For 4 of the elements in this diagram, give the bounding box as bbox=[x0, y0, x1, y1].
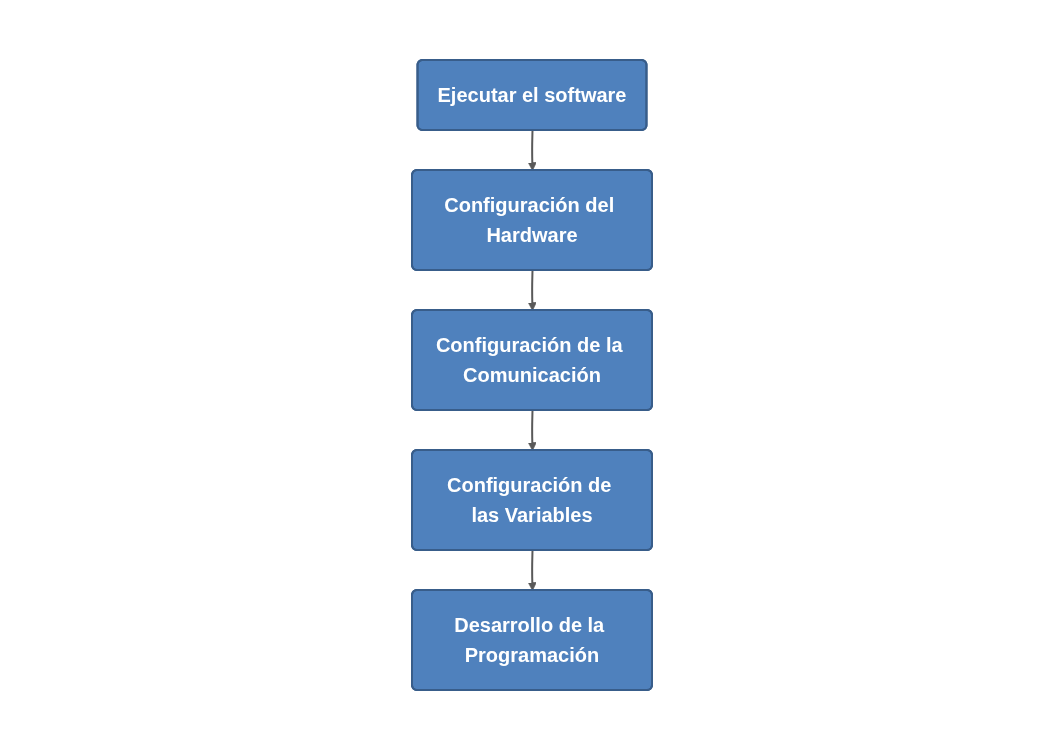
arrow bbox=[527, 409, 537, 451]
arrow bbox=[527, 269, 537, 311]
arrow bbox=[527, 549, 537, 591]
arrow bbox=[527, 129, 537, 171]
